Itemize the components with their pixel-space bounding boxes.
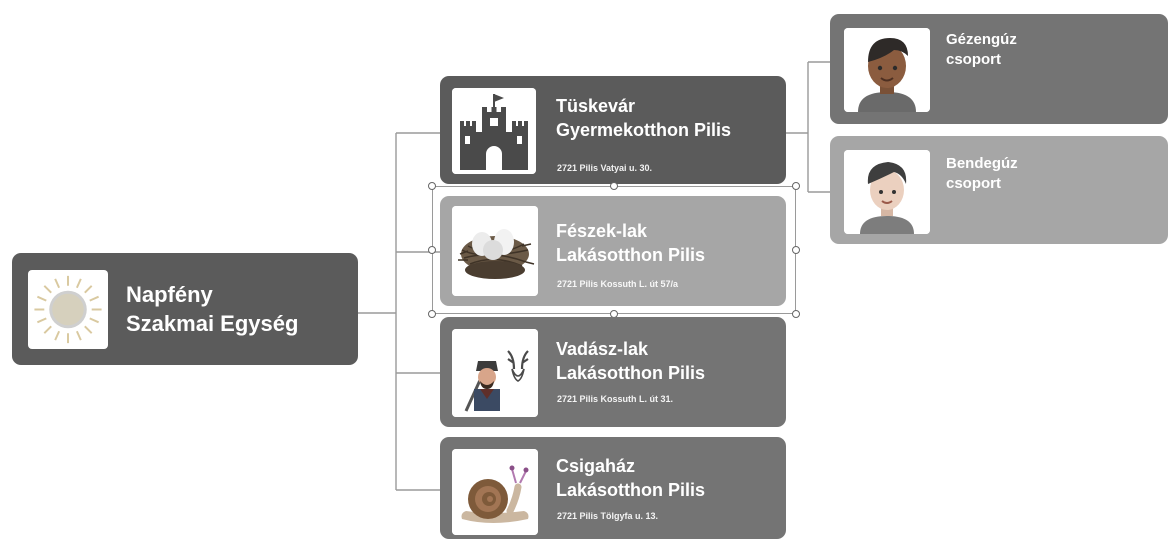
root-title-line2: Szakmai Egység (126, 311, 299, 337)
group-image (844, 28, 930, 112)
unit-title-line2: Gyermekotthon Pilis (556, 119, 732, 140)
group-title-line1: Gézengúz (946, 31, 1017, 48)
resize-handle[interactable] (792, 182, 800, 190)
unit-address: 2721 Pilis Kossuth L. út 31. (557, 394, 674, 404)
unit-node-tuskevar[interactable]: Tüskevár Gyermekotthon Pilis 2721 Pilis … (440, 76, 786, 184)
group-node-gezenguz[interactable]: Gézengúz csoport (830, 14, 1168, 124)
unit-title: Vadász-lak Lakásotthon Pilis (556, 338, 705, 386)
unit-title-line2: Lakásotthon Pilis (556, 362, 706, 383)
boy-avatar-icon (844, 150, 930, 234)
hunter-icon (452, 329, 538, 417)
nest-icon (452, 206, 538, 296)
group-image (844, 150, 930, 234)
unit-title: Tüskevár Gyermekotthon Pilis (556, 95, 731, 143)
group-title: Gézengúz csoport (946, 30, 1017, 70)
resize-handle[interactable] (428, 310, 436, 318)
group-title-line2: csoport (946, 50, 1002, 68)
unit-address: 2721 Pilis Vatyai u. 30. (557, 163, 653, 173)
unit-node-feszek-lak[interactable]: Fészek-lak Lakásotthon Pilis 2721 Pilis … (440, 196, 786, 306)
root-title-line1: Napfény (126, 282, 213, 307)
unit-image (452, 329, 538, 417)
unit-title-line2: Lakásotthon Pilis (556, 479, 706, 500)
unit-address: 2721 Pilis Tölgyfa u. 13. (557, 511, 659, 521)
resize-handle[interactable] (610, 182, 618, 190)
root-title: Napfény Szakmai Egység (126, 280, 298, 338)
unit-image (452, 206, 538, 296)
snail-icon (452, 449, 538, 535)
unit-title-line1: Vadász-lak (556, 339, 649, 359)
group-title-line1: Bendegúz (946, 155, 1018, 172)
group-title-line2: csoport (946, 174, 1002, 192)
unit-image (452, 88, 536, 174)
castle-icon (452, 88, 536, 174)
resize-handle[interactable] (792, 310, 800, 318)
boy-avatar-icon (844, 28, 930, 112)
root-node-napfeny[interactable]: Napfény Szakmai Egység (12, 253, 358, 365)
unit-title: Csigaház Lakásotthon Pilis (556, 455, 705, 503)
group-node-bendeguz[interactable]: Bendegúz csoport (830, 136, 1168, 244)
unit-title-line2: Lakásotthon Pilis (556, 244, 706, 265)
resize-handle[interactable] (428, 246, 436, 254)
unit-image (452, 449, 538, 535)
unit-title-line1: Tüskevár (556, 96, 636, 116)
unit-title-line1: Fészek-lak (556, 221, 648, 241)
unit-node-vadasz-lak[interactable]: Vadász-lak Lakásotthon Pilis 2721 Pilis … (440, 317, 786, 427)
unit-title: Fészek-lak Lakásotthon Pilis (556, 220, 705, 268)
unit-node-csigahaz[interactable]: Csigaház Lakásotthon Pilis 2721 Pilis Tö… (440, 437, 786, 539)
resize-handle[interactable] (428, 182, 436, 190)
unit-title-line1: Csigaház (556, 456, 636, 476)
unit-address: 2721 Pilis Kossuth L. út 57/a (557, 279, 679, 289)
resize-handle[interactable] (792, 246, 800, 254)
root-image (28, 270, 108, 349)
sun-icon (34, 275, 102, 344)
group-title: Bendegúz csoport (946, 154, 1018, 194)
